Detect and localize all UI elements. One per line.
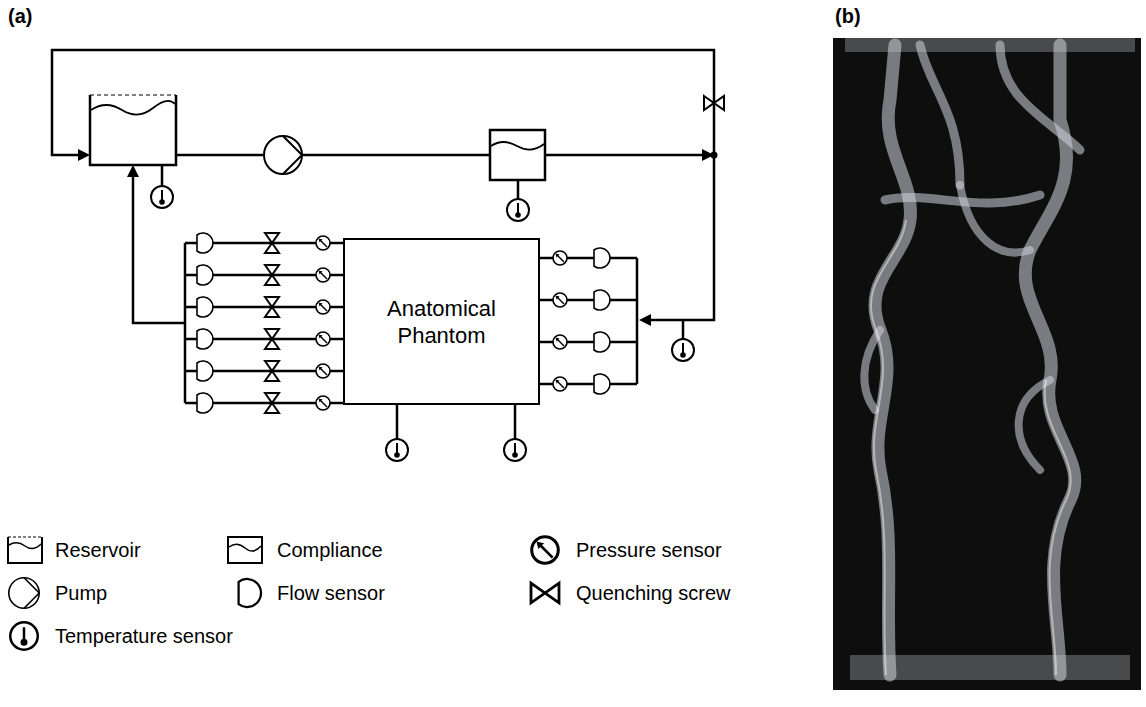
compliance-icon xyxy=(228,537,262,563)
tube-highlights xyxy=(871,220,1071,675)
vessel-tube xyxy=(875,45,911,675)
flow-sensor-symbol xyxy=(197,393,213,413)
reservoir-icon-level xyxy=(9,543,41,549)
supply-pipe xyxy=(176,154,490,157)
process-box: Anatomical Phantom xyxy=(343,238,540,405)
flow-sensor-symbol xyxy=(594,290,610,310)
flow-sensor-symbol xyxy=(594,332,610,352)
fluid-level xyxy=(491,142,544,150)
quenching-screw-symbol xyxy=(265,297,279,317)
pressure-sensor-symbol xyxy=(316,396,330,410)
temperature-sensor-symbol xyxy=(386,439,408,461)
flow-sensor-symbol xyxy=(197,361,213,381)
pressure-sensor-symbol xyxy=(316,364,330,378)
pressure-sensor-symbol xyxy=(316,236,330,250)
arrow-head xyxy=(639,314,651,326)
quenching-screw-symbol xyxy=(704,96,724,110)
legend-label: Temperature sensor xyxy=(55,624,233,648)
supply-pipe xyxy=(545,154,702,157)
reservoir-icon xyxy=(8,537,42,563)
compliance-symbol xyxy=(490,130,545,180)
return-pipe xyxy=(133,177,185,323)
legend-label: Pressure sensor xyxy=(576,538,722,562)
temperature-sensor-symbol xyxy=(672,339,694,361)
phantom-photo xyxy=(833,38,1141,690)
legend-label: Flow sensor xyxy=(277,581,385,605)
junction-dot xyxy=(711,152,718,159)
panel-label: (a) xyxy=(8,4,32,28)
pressure-sensor-icon xyxy=(532,537,559,564)
arrow-head xyxy=(127,165,139,177)
quenching-screw-icon xyxy=(531,583,559,603)
panel-label: (b) xyxy=(835,4,861,28)
sensor-stems xyxy=(162,165,683,439)
compliance-icon-level xyxy=(229,544,261,551)
inlet-branches xyxy=(540,258,637,384)
vessel-tube xyxy=(864,330,880,410)
quenching-screw-symbol xyxy=(265,265,279,285)
quenching-screw-symbol xyxy=(265,393,279,413)
reservoir-open-top xyxy=(90,95,176,96)
pressure-sensor-symbol xyxy=(316,332,330,346)
temperature-sensor-symbol xyxy=(151,186,173,208)
tube-highlight xyxy=(871,220,906,675)
vessel-tube xyxy=(920,45,960,185)
outlet-branches xyxy=(185,243,343,403)
legend-icons xyxy=(8,537,559,650)
vessel-tubes xyxy=(864,45,1080,675)
flow-sensor-symbol xyxy=(197,297,213,317)
quenching-screw-symbol xyxy=(265,233,279,253)
temperature-sensor-symbol xyxy=(504,439,526,461)
pump-icon xyxy=(9,578,39,608)
pressure-sensor-symbol xyxy=(553,335,567,349)
pressure-sensor-symbol xyxy=(316,300,330,314)
flow-sensor-symbol xyxy=(594,248,610,268)
reservoir-icon-top xyxy=(8,537,42,538)
reservoir-symbol xyxy=(90,95,176,165)
legend-label: Quenching screw xyxy=(576,581,731,605)
inlet-manifold xyxy=(636,258,639,384)
pressure-sensor-symbol xyxy=(553,293,567,307)
temperature-sensor-icon xyxy=(10,622,38,650)
pressure-sensor-symbol xyxy=(553,377,567,391)
fluid-level xyxy=(91,101,175,115)
arrow-head xyxy=(78,149,90,161)
vessel-tube xyxy=(1000,45,1080,150)
quenching-screw-symbol xyxy=(265,329,279,349)
flow-sensor-symbol xyxy=(197,265,213,285)
temperature-sensor-symbol xyxy=(507,199,529,221)
pressure-sensor-symbol xyxy=(316,268,330,282)
pump-symbol xyxy=(264,136,302,174)
quenching-screw-symbol xyxy=(265,361,279,381)
flow-sensor-symbol xyxy=(197,329,213,349)
photo-background xyxy=(833,38,1141,690)
pressure-sensor-symbol xyxy=(553,251,567,265)
legend-label: Reservoir xyxy=(55,538,141,562)
flow-sensor-symbol xyxy=(594,374,610,394)
tube-highlight xyxy=(1045,380,1071,675)
flow-sensor-icon xyxy=(239,579,261,607)
pipe-lines xyxy=(52,50,714,439)
vessel-tube xyxy=(960,185,1030,252)
legend-label: Compliance xyxy=(277,538,383,562)
node-label: Anatomical Phantom xyxy=(367,295,516,349)
legend-label: Pump xyxy=(55,581,107,605)
flow-sensor-symbol xyxy=(197,233,213,253)
